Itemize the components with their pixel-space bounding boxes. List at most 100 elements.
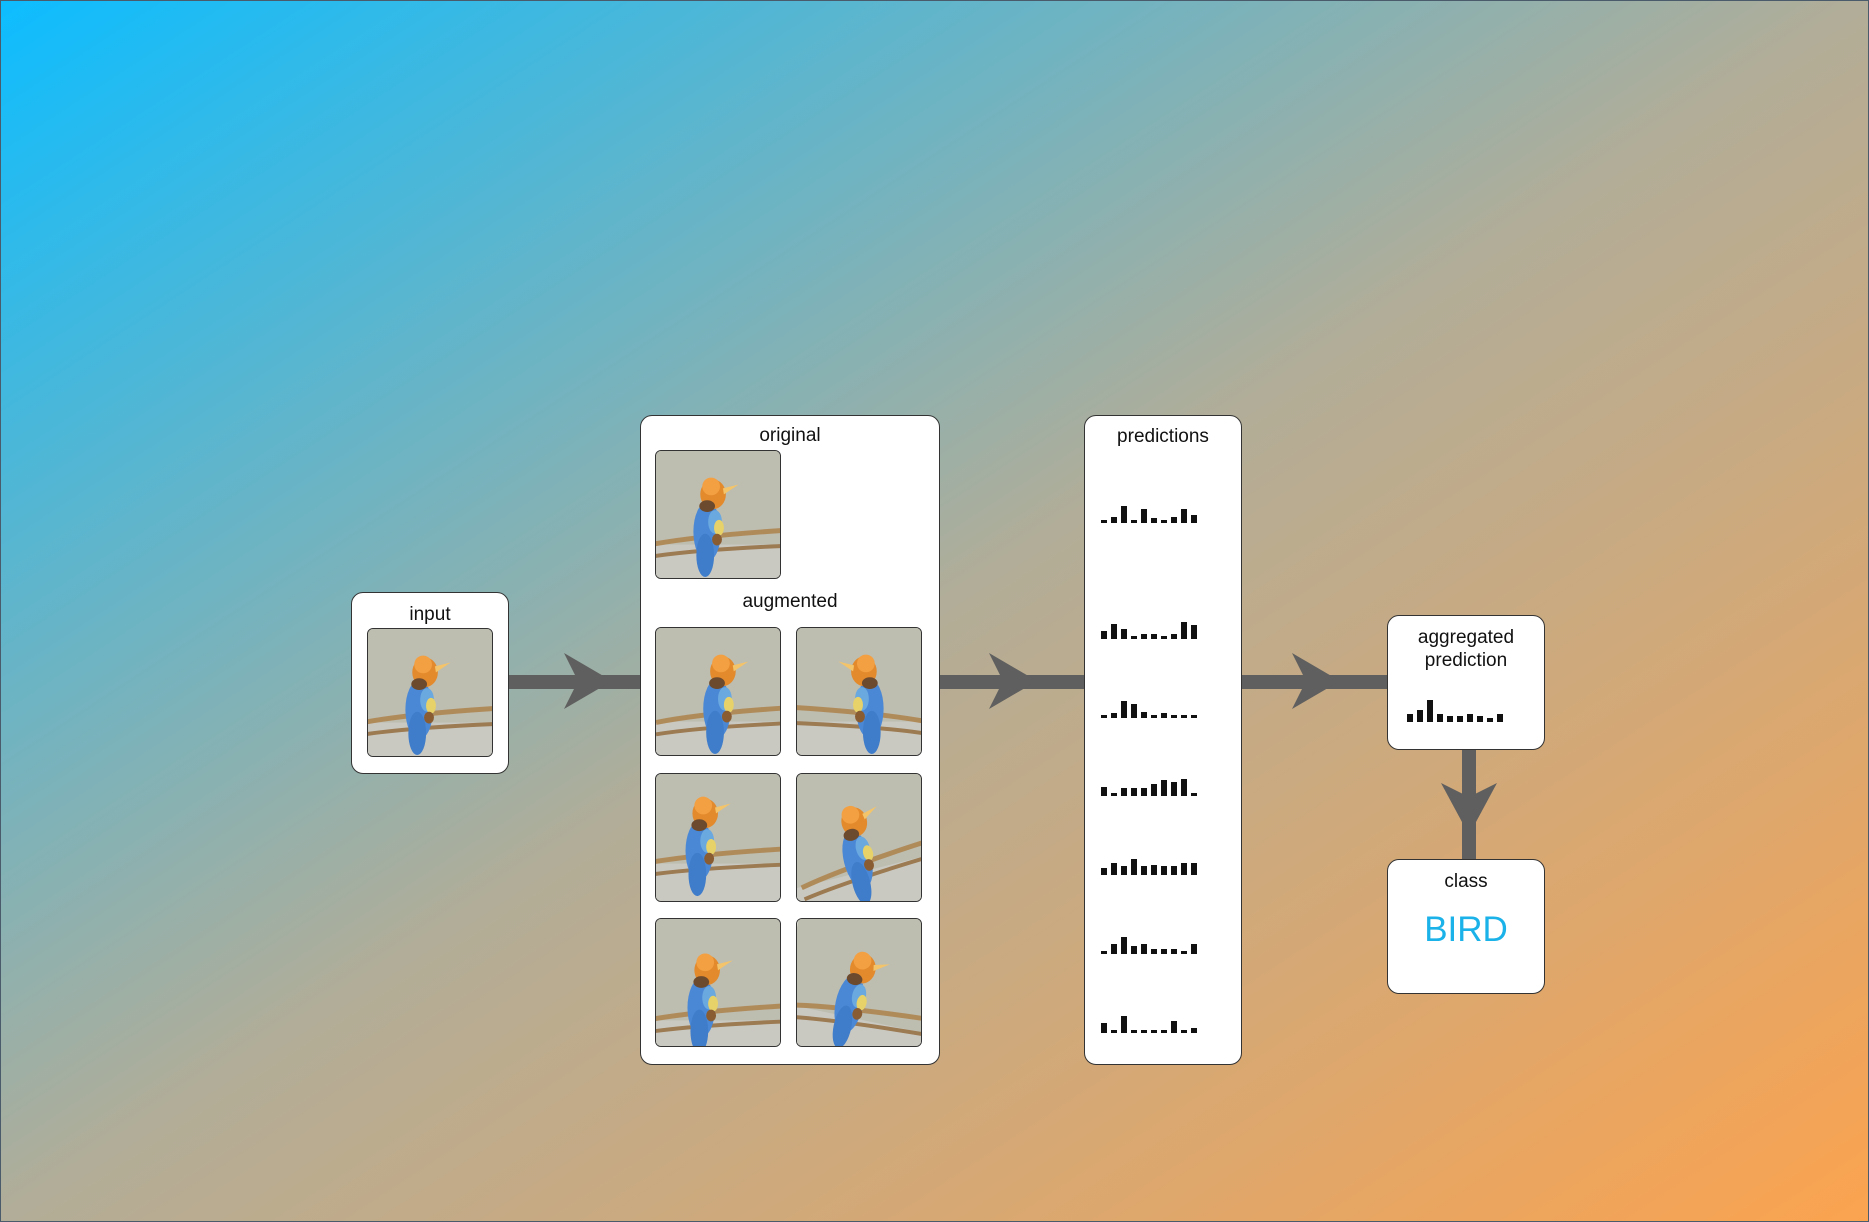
prediction-3-bar-9 (1181, 715, 1187, 718)
predictions-chart (1101, 506, 1197, 1033)
prediction-3-bar-6 (1151, 715, 1157, 718)
arrow-predictions-to-aggregated (1241, 653, 1389, 709)
prediction-2-bar-8 (1171, 634, 1177, 639)
prediction-7-bar-1 (1101, 1023, 1107, 1033)
prediction-3-bar-1 (1101, 715, 1107, 718)
prediction-7-bar-9 (1181, 1030, 1187, 1033)
prediction-5-bar-10 (1191, 863, 1197, 875)
prediction-6-bar-4 (1131, 946, 1137, 954)
prediction-2-bar-9 (1181, 622, 1187, 639)
bird-photo (656, 919, 780, 1046)
aggregated-label-line2: prediction (1424, 650, 1508, 671)
prediction-5-bar-3 (1121, 866, 1127, 875)
input-image (367, 628, 493, 757)
prediction-5-bar-2 (1111, 863, 1117, 875)
bird-photo (797, 628, 921, 755)
prediction-1-bar-2 (1111, 517, 1117, 523)
bird-photo (368, 629, 492, 756)
original-label: original (759, 425, 821, 446)
prediction-6-bar-6 (1151, 949, 1157, 954)
aggregated-chart (1407, 700, 1503, 722)
prediction-7-bar-5 (1141, 1030, 1147, 1033)
augmentation-panel: original augmented (640, 415, 940, 1065)
original-image (655, 450, 781, 579)
bird-photo (656, 774, 780, 901)
prediction-2-bar-2 (1111, 624, 1117, 639)
arrow-aggregated-to-class (1441, 747, 1497, 861)
arrow-input-to-augment (508, 653, 644, 709)
aggregated-bar-3 (1427, 700, 1433, 722)
prediction-6-bar-8 (1171, 949, 1177, 954)
prediction-1-bar-9 (1181, 509, 1187, 523)
aggregated-bar-5 (1447, 716, 1453, 722)
aggregated-label-line1: aggregated (1417, 627, 1515, 648)
prediction-1-bar-3 (1121, 506, 1127, 523)
prediction-1-bar-4 (1131, 520, 1137, 523)
prediction-3-bar-3 (1121, 701, 1127, 718)
prediction-3-bar-4 (1131, 704, 1137, 718)
prediction-6-bar-5 (1141, 944, 1147, 954)
prediction-4-bar-4 (1131, 788, 1137, 796)
prediction-7-bar-3 (1121, 1016, 1127, 1033)
prediction-6-bar-3 (1121, 937, 1127, 954)
prediction-2-bar-3 (1121, 629, 1127, 639)
prediction-7-bar-4 (1131, 1030, 1137, 1033)
prediction-7-bar-8 (1171, 1021, 1177, 1033)
prediction-5-bar-6 (1151, 865, 1157, 875)
augmented-image-4 (796, 773, 922, 902)
prediction-3-bar-10 (1191, 715, 1197, 718)
prediction-1-bar-10 (1191, 515, 1197, 523)
prediction-4-bar-1 (1101, 787, 1107, 796)
prediction-7-bar-10 (1191, 1028, 1197, 1033)
prediction-1-bar-5 (1141, 509, 1147, 523)
prediction-6-bar-10 (1191, 944, 1197, 954)
arrow-augment-to-predictions (939, 653, 1085, 709)
prediction-1-bar-6 (1151, 518, 1157, 523)
prediction-4-bar-3 (1121, 788, 1127, 796)
prediction-4-bar-9 (1181, 779, 1187, 796)
prediction-6-bar-9 (1181, 951, 1187, 954)
prediction-1-bar-8 (1171, 517, 1177, 523)
aggregated-bar-9 (1487, 718, 1493, 722)
augmented-image-3 (655, 773, 781, 902)
prediction-3-bar-7 (1161, 713, 1167, 718)
prediction-4-bar-10 (1191, 793, 1197, 796)
augmented-image-1 (655, 627, 781, 756)
prediction-3-bar-5 (1141, 712, 1147, 718)
class-label: class (1444, 871, 1488, 892)
prediction-5-bar-4 (1131, 859, 1137, 875)
augmented-image-6 (796, 918, 922, 1047)
bird-photo (797, 774, 921, 901)
prediction-7-bar-7 (1161, 1030, 1167, 1033)
aggregated-bar-8 (1477, 716, 1483, 722)
prediction-5-bar-8 (1171, 866, 1177, 875)
input-panel: input (351, 592, 509, 774)
prediction-1-bar-7 (1161, 520, 1167, 523)
augmented-image-5 (655, 918, 781, 1047)
aggregated-bar-2 (1417, 710, 1423, 722)
aggregated-bar-7 (1467, 714, 1473, 722)
class-panel: class BIRD (1387, 859, 1545, 994)
bird-photo (797, 919, 921, 1046)
prediction-2-bar-7 (1161, 636, 1167, 639)
prediction-2-bar-6 (1151, 634, 1157, 639)
prediction-4-bar-5 (1141, 788, 1147, 796)
predictions-panel: predictions (1084, 415, 1242, 1065)
prediction-3-bar-8 (1171, 715, 1177, 718)
aggregated-bar-10 (1497, 714, 1503, 722)
prediction-6-bar-2 (1111, 944, 1117, 954)
class-result: BIRD (1424, 910, 1508, 949)
prediction-6-bar-1 (1101, 951, 1107, 954)
aggregated-bar-4 (1437, 714, 1443, 722)
aggregated-bar-1 (1407, 714, 1413, 722)
prediction-4-bar-8 (1171, 782, 1177, 796)
prediction-4-bar-7 (1161, 780, 1167, 796)
prediction-5-bar-5 (1141, 866, 1147, 875)
aggregated-panel: aggregated prediction (1387, 615, 1545, 750)
prediction-7-bar-2 (1111, 1030, 1117, 1033)
prediction-1-bar-1 (1101, 520, 1107, 523)
input-label: input (409, 604, 451, 625)
prediction-4-bar-2 (1111, 793, 1117, 796)
prediction-2-bar-10 (1191, 625, 1197, 639)
